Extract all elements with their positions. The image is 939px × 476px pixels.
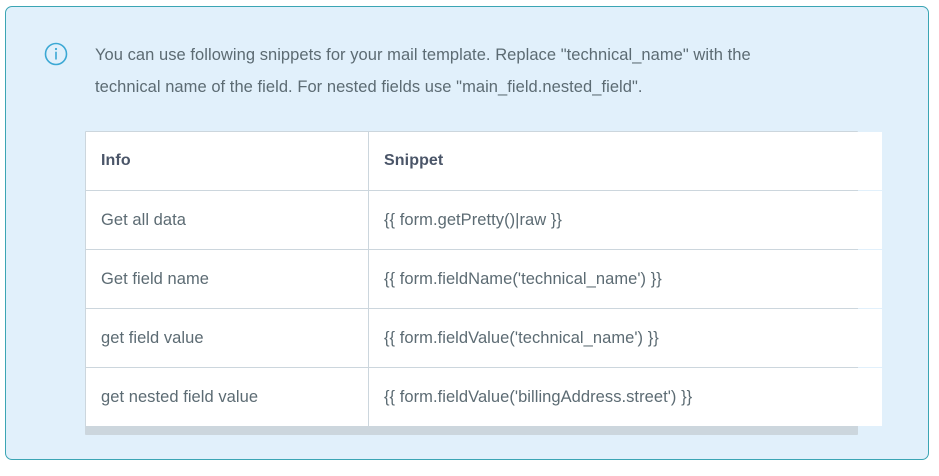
alert-message-line-1: You can use following snippets for your … [95,46,751,64]
snippet-table-head: Info Snippet [86,132,882,190]
alert-message: You can use following snippets for your … [95,39,751,103]
cell-snippet[interactable]: {{ form.fieldName('technical_name') }} [369,250,882,308]
cell-snippet[interactable]: {{ form.fieldValue('billingAddress.stree… [369,368,882,426]
table-row: get field value {{ form.fieldValue('tech… [86,309,882,367]
alert-message-line-2: technical name of the field. For nested … [95,78,643,96]
cell-info: get field value [86,309,368,367]
snippet-table-body: Get all data {{ form.getPretty()|raw }} … [86,191,882,426]
cell-snippet[interactable]: {{ form.getPretty()|raw }} [369,191,882,249]
alert-header: You can use following snippets for your … [6,7,928,103]
table-row: Get all data {{ form.getPretty()|raw }} [86,191,882,249]
table-row: get nested field value {{ form.fieldValu… [86,368,882,426]
cell-info: Get field name [86,250,368,308]
info-alert-box: You can use following snippets for your … [5,6,929,460]
cell-info: get nested field value [86,368,368,426]
table-header-row: Info Snippet [86,132,882,190]
info-circle-icon [44,42,68,66]
column-header-snippet: Snippet [369,132,882,190]
cell-info: Get all data [86,191,368,249]
cell-snippet[interactable]: {{ form.fieldValue('technical_name') }} [369,309,882,367]
snippet-table: Info Snippet Get all data {{ form.getPre… [85,131,883,427]
table-row: Get field name {{ form.fieldName('techni… [86,250,882,308]
column-header-info: Info [86,132,368,190]
